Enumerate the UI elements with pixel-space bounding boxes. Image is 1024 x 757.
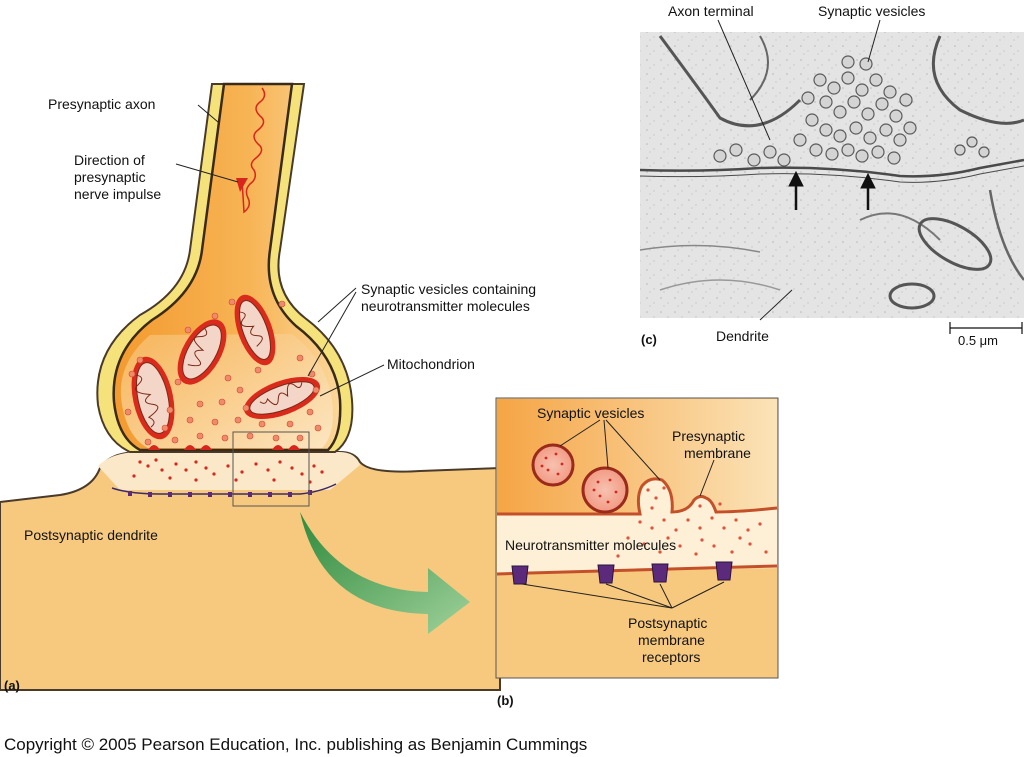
label-postsynaptic-dendrite: Postsynaptic dendrite (24, 527, 158, 543)
label-b-neurotransmitter: Neurotransmitter molecules (505, 537, 677, 553)
micrograph-arrows (788, 170, 876, 210)
label-c-scale-bar: 0.5 μm (958, 333, 999, 348)
panel-b-cleft (497, 478, 777, 574)
panel-b-presynaptic-membrane (497, 477, 778, 516)
label-presynaptic-axon: Presynaptic axon (48, 96, 156, 112)
label-mitochondrion: Mitochondrion (387, 356, 475, 372)
fusing-vesicles (148, 445, 300, 450)
panel-b-vesicles (531, 443, 629, 514)
leader-lines-c (717, 19, 881, 321)
panel-b-receptors (511, 561, 733, 585)
synaptic-cleft-region (98, 452, 360, 490)
zoom-box (232, 431, 310, 507)
nerve-impulse-arrowhead (236, 178, 248, 192)
copyright-notice: Copyright © 2005 Pearson Education, Inc.… (4, 735, 588, 754)
label-b-receptors-line1: Postsynaptic (628, 615, 708, 631)
panel-b-neurotransmitter (616, 486, 768, 558)
micrograph-structures (639, 35, 1024, 310)
label-vesicles-line1: Synaptic vesicles containing (361, 281, 537, 297)
cleft-neurotransmitter (132, 458, 324, 484)
label-c-axon-terminal: Axon terminal (668, 3, 754, 19)
label-b-synaptic-vesicles: Synaptic vesicles (537, 405, 645, 421)
label-b-presynaptic-line1: Presynaptic (672, 428, 746, 444)
caption-c: (c) (641, 332, 657, 347)
leader-lines-b (521, 419, 725, 609)
label-direction-line1: Direction of (74, 152, 145, 168)
leader-lines-a (175, 104, 385, 397)
postsynaptic-receptors-a (128, 490, 312, 497)
terminal-vesicles (124, 298, 322, 446)
caption-b: (b) (497, 693, 514, 708)
label-b-presynaptic-line2: membrane (684, 445, 751, 461)
nerve-impulse-arrow (241, 87, 266, 214)
label-b-receptors-line2: membrane (638, 632, 705, 648)
label-vesicles-line2: neurotransmitter molecules (361, 298, 530, 314)
micrograph-vesicles (713, 55, 990, 167)
caption-a: (a) (4, 678, 20, 693)
label-b-receptors-line3: receptors (642, 649, 701, 665)
panel-b-presynaptic (497, 399, 777, 514)
zoom-arrow (300, 512, 470, 634)
scale-bar (949, 322, 1023, 334)
label-direction-line3: nerve impulse (74, 186, 162, 202)
label-direction-line2: presynaptic (74, 169, 146, 185)
label-c-dendrite: Dendrite (716, 328, 769, 344)
label-c-synaptic-vesicles: Synaptic vesicles (818, 3, 926, 19)
mitochondria (131, 294, 321, 440)
